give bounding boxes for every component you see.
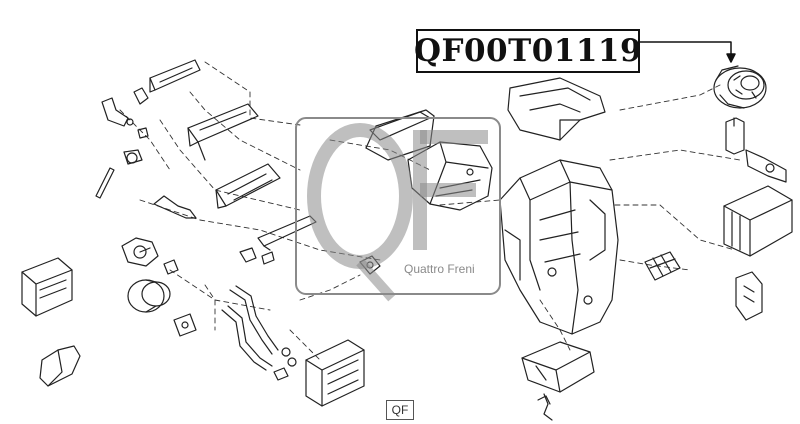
vent-duct-top <box>149 59 201 93</box>
main-hvac-unit <box>499 159 619 335</box>
servo-motor-left <box>121 237 159 267</box>
vent-duct-middle <box>187 103 259 161</box>
blower-motor <box>713 65 767 109</box>
filter-mesh <box>644 251 681 281</box>
evaporator-core <box>723 185 793 257</box>
heater-core <box>305 339 365 407</box>
heater-pipes <box>221 285 279 371</box>
bottom-logo: QF <box>386 400 414 420</box>
dashed-assembly-lines <box>119 61 741 361</box>
cabin-filter <box>21 257 73 317</box>
lower-case <box>521 341 595 393</box>
link-arm <box>153 195 197 219</box>
part-code-label: QF00T01119 <box>413 29 643 73</box>
connector-small-a <box>163 259 179 275</box>
resistor-plate <box>173 313 197 337</box>
duct-elbow-right <box>725 117 745 155</box>
bracket-small-1 <box>101 97 134 127</box>
duct-left-bottom <box>39 345 81 387</box>
rod-link <box>95 167 115 199</box>
bracket-small-2 <box>133 87 149 105</box>
watermark-logo <box>295 117 501 302</box>
pointer-arrow <box>639 41 736 63</box>
vent-duct-lower <box>215 163 281 209</box>
upper-case-housing <box>507 77 606 141</box>
pipe-clamps <box>273 347 297 381</box>
connector-small-b <box>239 247 275 265</box>
actuator-right <box>735 271 763 321</box>
clip-small <box>137 127 149 139</box>
vent-duct-flat <box>257 215 317 251</box>
watermark-brand-text: Quattro Freni <box>404 262 475 276</box>
blower-wheel <box>127 279 171 313</box>
pipe-bracket-right <box>745 149 787 183</box>
part-code-text: QF00T01119 <box>413 33 643 69</box>
drain-hose <box>537 393 553 421</box>
cable-clip <box>123 149 143 165</box>
